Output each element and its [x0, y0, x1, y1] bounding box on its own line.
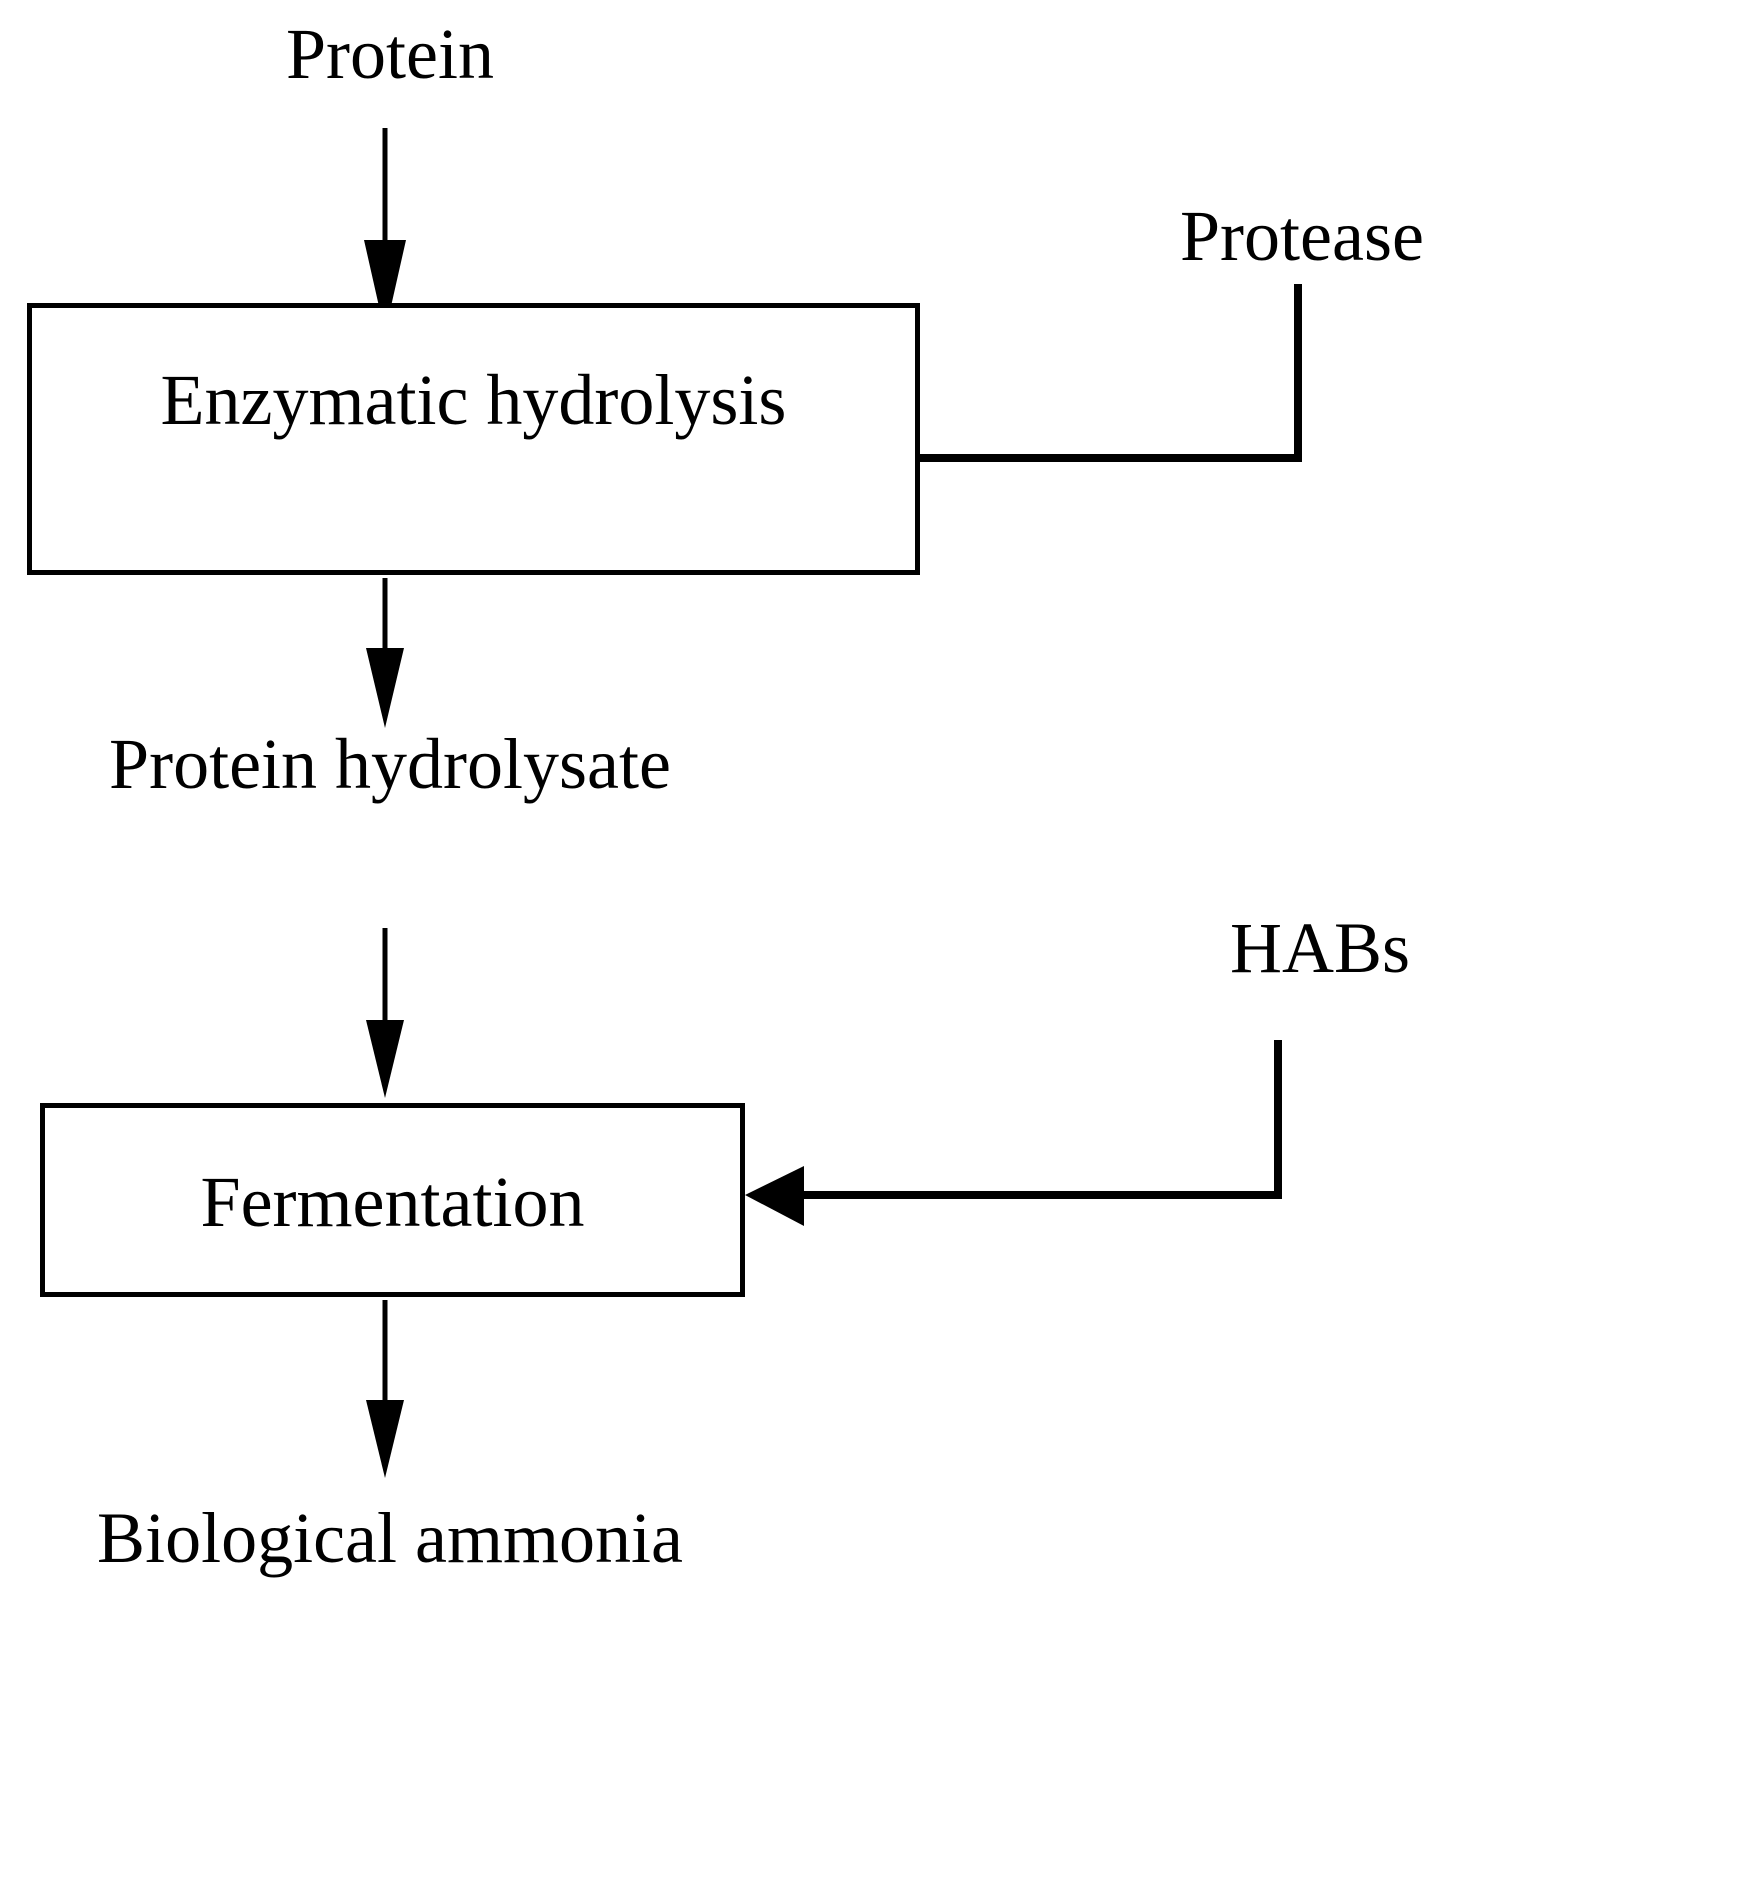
arrow-habs-to-fermentation — [745, 1040, 1282, 1226]
process-box-label-fermentation: Fermentation — [200, 1162, 585, 1242]
node-label-protease: Protease — [1180, 196, 1424, 276]
arrow-fermentation-to-biological-ammonia — [366, 1300, 404, 1478]
node-label-biological-ammonia: Biological ammonia — [97, 1498, 683, 1578]
arrow-protein-to-enzymatic-hydrolysis — [364, 128, 406, 333]
node-label-protein: Protein — [286, 14, 494, 94]
node-label-protein-hydrolysate: Protein hydrolysate — [109, 724, 671, 804]
node-label-habs: HABs — [1230, 908, 1411, 988]
arrow-protein-hydrolysate-to-fermentation — [366, 928, 404, 1098]
process-box-label-enzymatic-hydrolysis: Enzymatic hydrolysis — [160, 360, 787, 440]
process-box-fermentation[interactable]: Fermentation — [40, 1103, 745, 1297]
process-box-enzymatic-hydrolysis[interactable]: Enzymatic hydrolysis — [27, 303, 920, 575]
arrow-enzymatic-hydrolysis-to-protein-hydrolysate — [366, 578, 404, 728]
